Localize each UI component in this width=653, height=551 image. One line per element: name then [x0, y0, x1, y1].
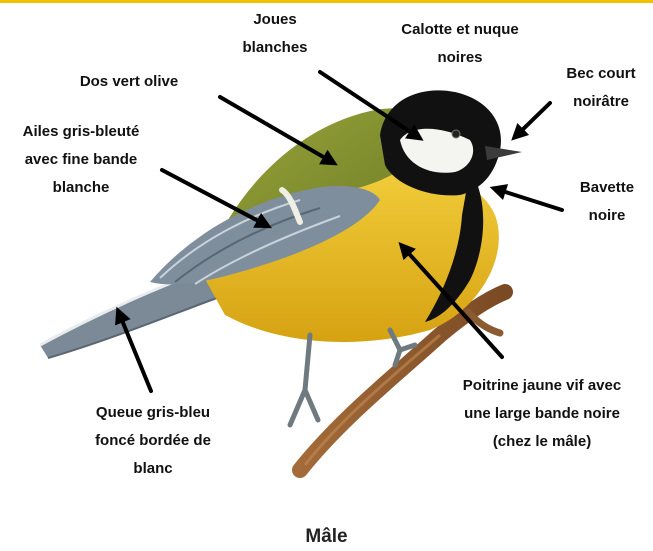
label-bib: Bavette noire [562, 174, 652, 230]
arrow-back [220, 97, 332, 162]
arrow-beak [516, 103, 550, 136]
label-beak: Bec court noirâtre [556, 60, 646, 116]
label-cap: Calotte et nuque noires [375, 16, 545, 72]
arrow-bib [496, 189, 562, 210]
label-cheeks: Joues blanches [230, 6, 320, 62]
label-wings: Ailes gris-bleuté avec fine bande blanch… [2, 118, 160, 202]
bird-eye [452, 130, 460, 138]
label-back: Dos vert olive [54, 68, 204, 96]
caption-male: Mâle [0, 526, 653, 548]
bird-beak [485, 146, 522, 160]
label-tail: Queue gris-bleu foncé bordée de blanc [68, 399, 238, 483]
label-breast: Poitrine jaune vif avec une large bande … [437, 372, 647, 456]
